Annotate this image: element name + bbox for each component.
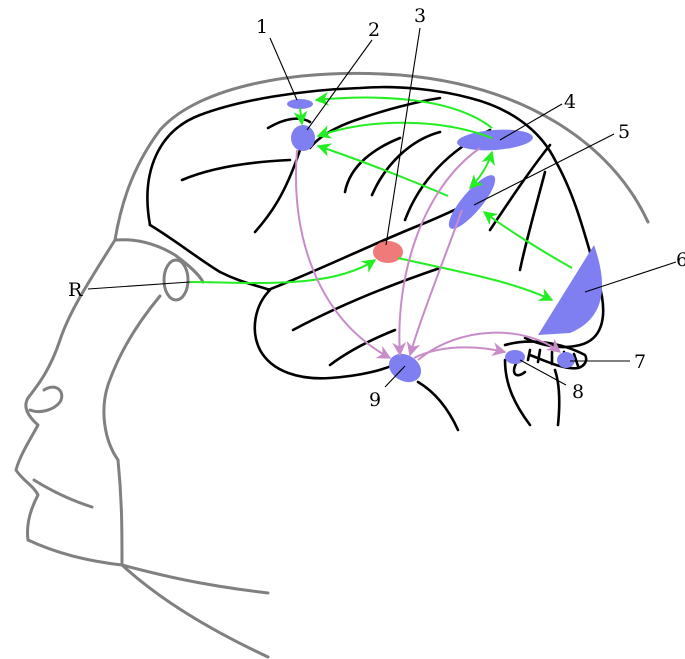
brow-line xyxy=(115,240,203,282)
temporal-lobe-outline xyxy=(150,225,400,378)
leader-1 xyxy=(270,38,297,100)
sulcus-f xyxy=(372,132,440,195)
label-3: 3 xyxy=(414,5,426,27)
arrow-1-to-2 xyxy=(300,108,302,124)
label-4: 4 xyxy=(564,91,576,113)
label-5: 5 xyxy=(618,121,630,143)
region-2 xyxy=(291,125,315,151)
label-1: 1 xyxy=(256,16,268,38)
lateral-sulcus xyxy=(268,198,480,290)
green-connections xyxy=(190,98,572,300)
leader-3 xyxy=(386,28,420,245)
cheek-line xyxy=(104,296,160,565)
region-3-origin xyxy=(373,241,403,263)
arrow-3-to-6 xyxy=(398,258,552,300)
sulcus-i xyxy=(520,172,545,270)
region-8 xyxy=(505,350,525,364)
leader-lines xyxy=(88,28,676,387)
jaw-line xyxy=(122,565,268,593)
label-8: 8 xyxy=(572,381,584,403)
sulcus-k xyxy=(330,330,395,365)
neck-line xyxy=(122,565,268,657)
leader-2 xyxy=(307,40,372,130)
sulcus-a xyxy=(182,160,290,180)
eye-socket xyxy=(164,260,188,300)
label-2: 2 xyxy=(368,19,380,41)
brainstem-lower xyxy=(418,382,458,430)
leader-R xyxy=(88,282,190,289)
mouth-line xyxy=(34,480,92,507)
arrow-5-to-2 xyxy=(318,146,448,196)
brain-outline xyxy=(147,87,603,430)
arrow-4-to-9 xyxy=(399,148,480,355)
region-7 xyxy=(557,352,575,368)
region-1 xyxy=(287,99,313,109)
label-9: 9 xyxy=(369,389,381,411)
label-7: 7 xyxy=(634,351,646,373)
brainstem-right xyxy=(555,370,559,425)
brainstem-left xyxy=(505,360,530,425)
label-6: 6 xyxy=(676,249,685,271)
label-R: R xyxy=(68,279,83,301)
sulcus-j xyxy=(293,268,440,330)
cortex-outline xyxy=(147,87,603,347)
